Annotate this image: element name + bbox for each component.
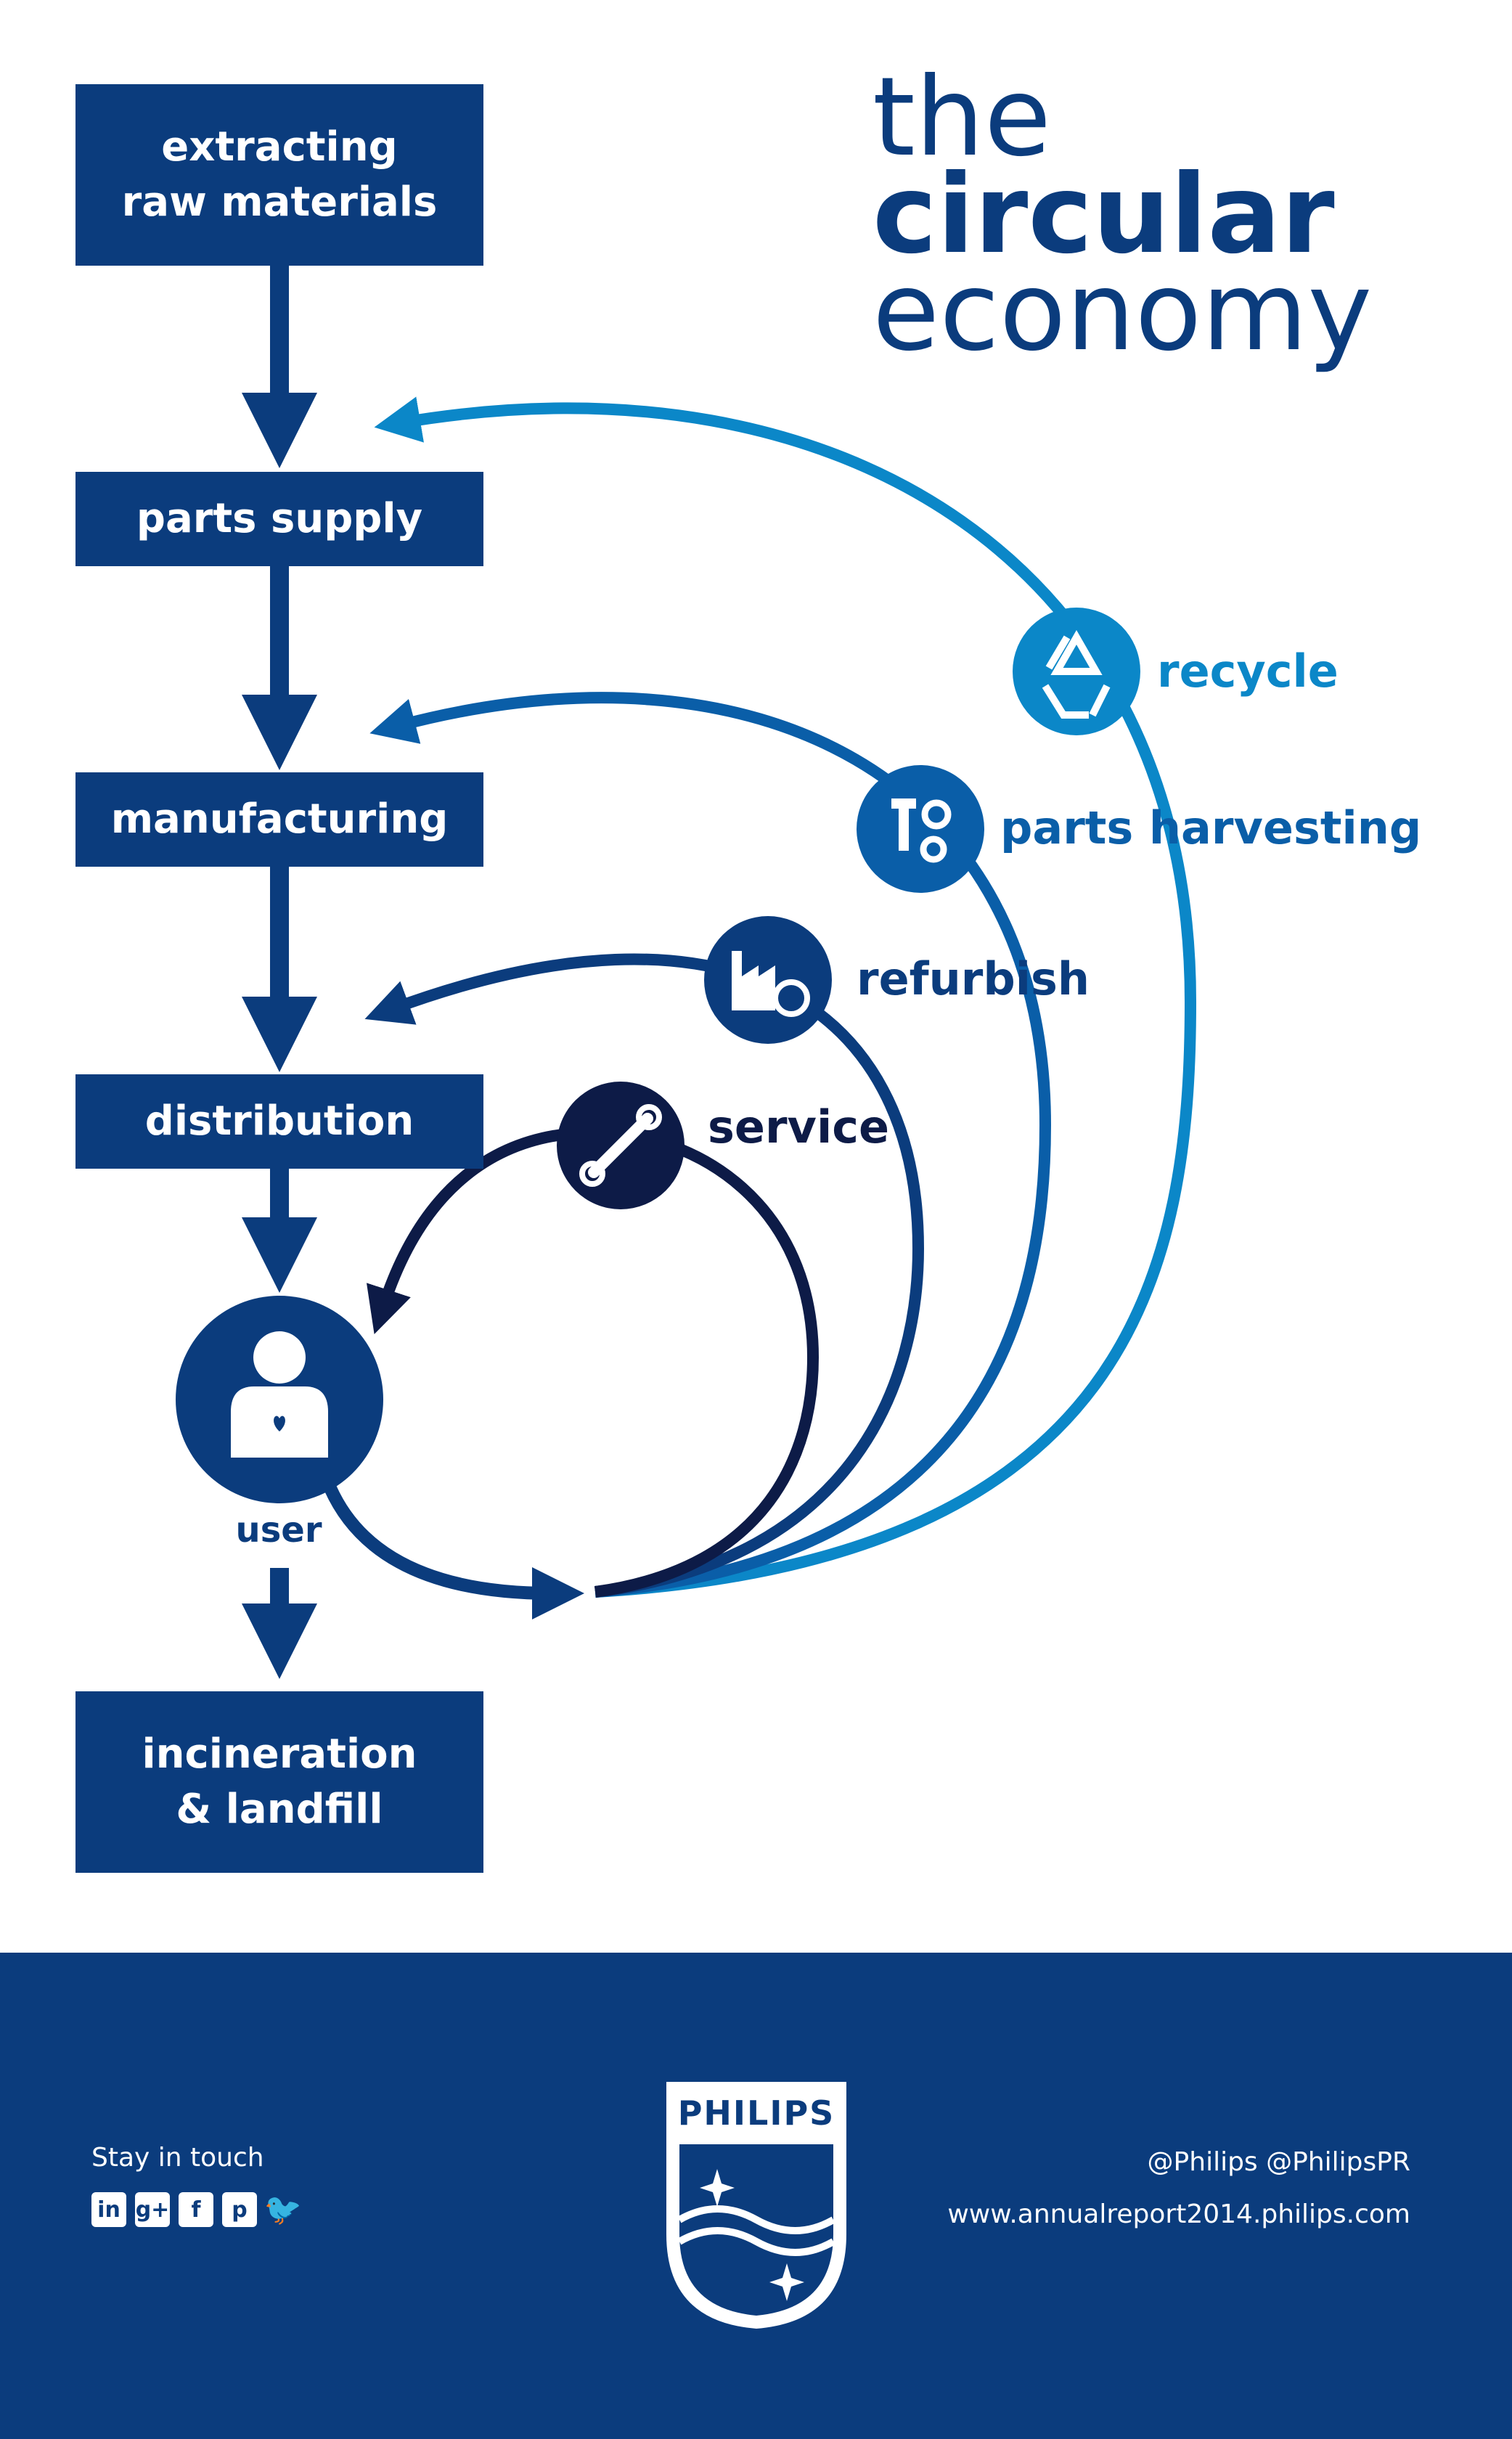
recycle-loop-arrow (374, 396, 1197, 1598)
box-manufacturing: manufacturing (75, 772, 483, 867)
loop-label-service: service (708, 1100, 889, 1153)
box-incineration-line2: & landfill (176, 1786, 383, 1833)
philips-logo: PHILIPS (659, 2075, 854, 2336)
philips-wordmark: PHILIPS (677, 2093, 835, 2133)
user-icon (176, 1296, 383, 1503)
title-line2: circular (873, 152, 1335, 278)
box-extracting-line1: extracting (161, 123, 398, 171)
social-handles[interactable]: @Philips @PhilipsPR (1147, 2147, 1410, 2177)
box-extracting-raw-materials: extracting raw materials (75, 84, 483, 266)
website-link[interactable]: www.annualreport2014.philips.com (947, 2199, 1410, 2229)
title-line1: the (873, 54, 1052, 181)
circular-economy-infographic: extracting raw materials parts supply ma… (75, 54, 1422, 1873)
factory-refresh-icon (704, 916, 832, 1044)
loop-label-recycle: recycle (1157, 645, 1339, 698)
box-parts-supply-label: parts supply (136, 495, 423, 542)
box-distribution-label: distribution (144, 1098, 414, 1145)
box-extracting-line2: raw materials (121, 179, 438, 226)
wrench-icon (557, 1082, 685, 1209)
linkedin-icon[interactable]: in (91, 2192, 126, 2227)
title-line3: economy (873, 249, 1373, 375)
recycle-icon (1013, 608, 1140, 735)
twitter-icon[interactable]: 🐦 (263, 2191, 303, 2227)
footer: Stay in touch in g+ f p 🐦 PHILIPS @Phili… (0, 1953, 1512, 2439)
box-incineration-landfill: incineration & landfill (75, 1691, 483, 1873)
box-manufacturing-label: manufacturing (110, 796, 449, 843)
arrow-user-to-loops (324, 1485, 584, 1619)
loop-label-parts-harvesting: parts harvesting (1000, 801, 1422, 854)
flow-diagram (176, 266, 1197, 1679)
box-parts-supply: parts supply (75, 472, 483, 566)
facebook-icon[interactable]: f (179, 2192, 213, 2227)
stay-in-touch-label: Stay in touch (91, 2143, 264, 2173)
philips-shield-icon (666, 2082, 846, 2329)
parts-harvesting-loop-arrow (369, 692, 1052, 1598)
pinterest-icon[interactable]: p (222, 2192, 257, 2227)
box-incineration-line1: incineration (142, 1731, 417, 1778)
user-label: user (235, 1510, 322, 1551)
googleplus-icon[interactable]: g+ (135, 2192, 170, 2227)
loop-label-refurbish: refurbish (857, 952, 1090, 1005)
social-links: in g+ f p 🐦 (91, 2191, 303, 2227)
page-title: the circular economy (873, 54, 1373, 375)
refurbish-loop-arrow (364, 953, 925, 1598)
bolt-gear-icon (857, 765, 984, 893)
box-distribution: distribution (75, 1074, 483, 1169)
